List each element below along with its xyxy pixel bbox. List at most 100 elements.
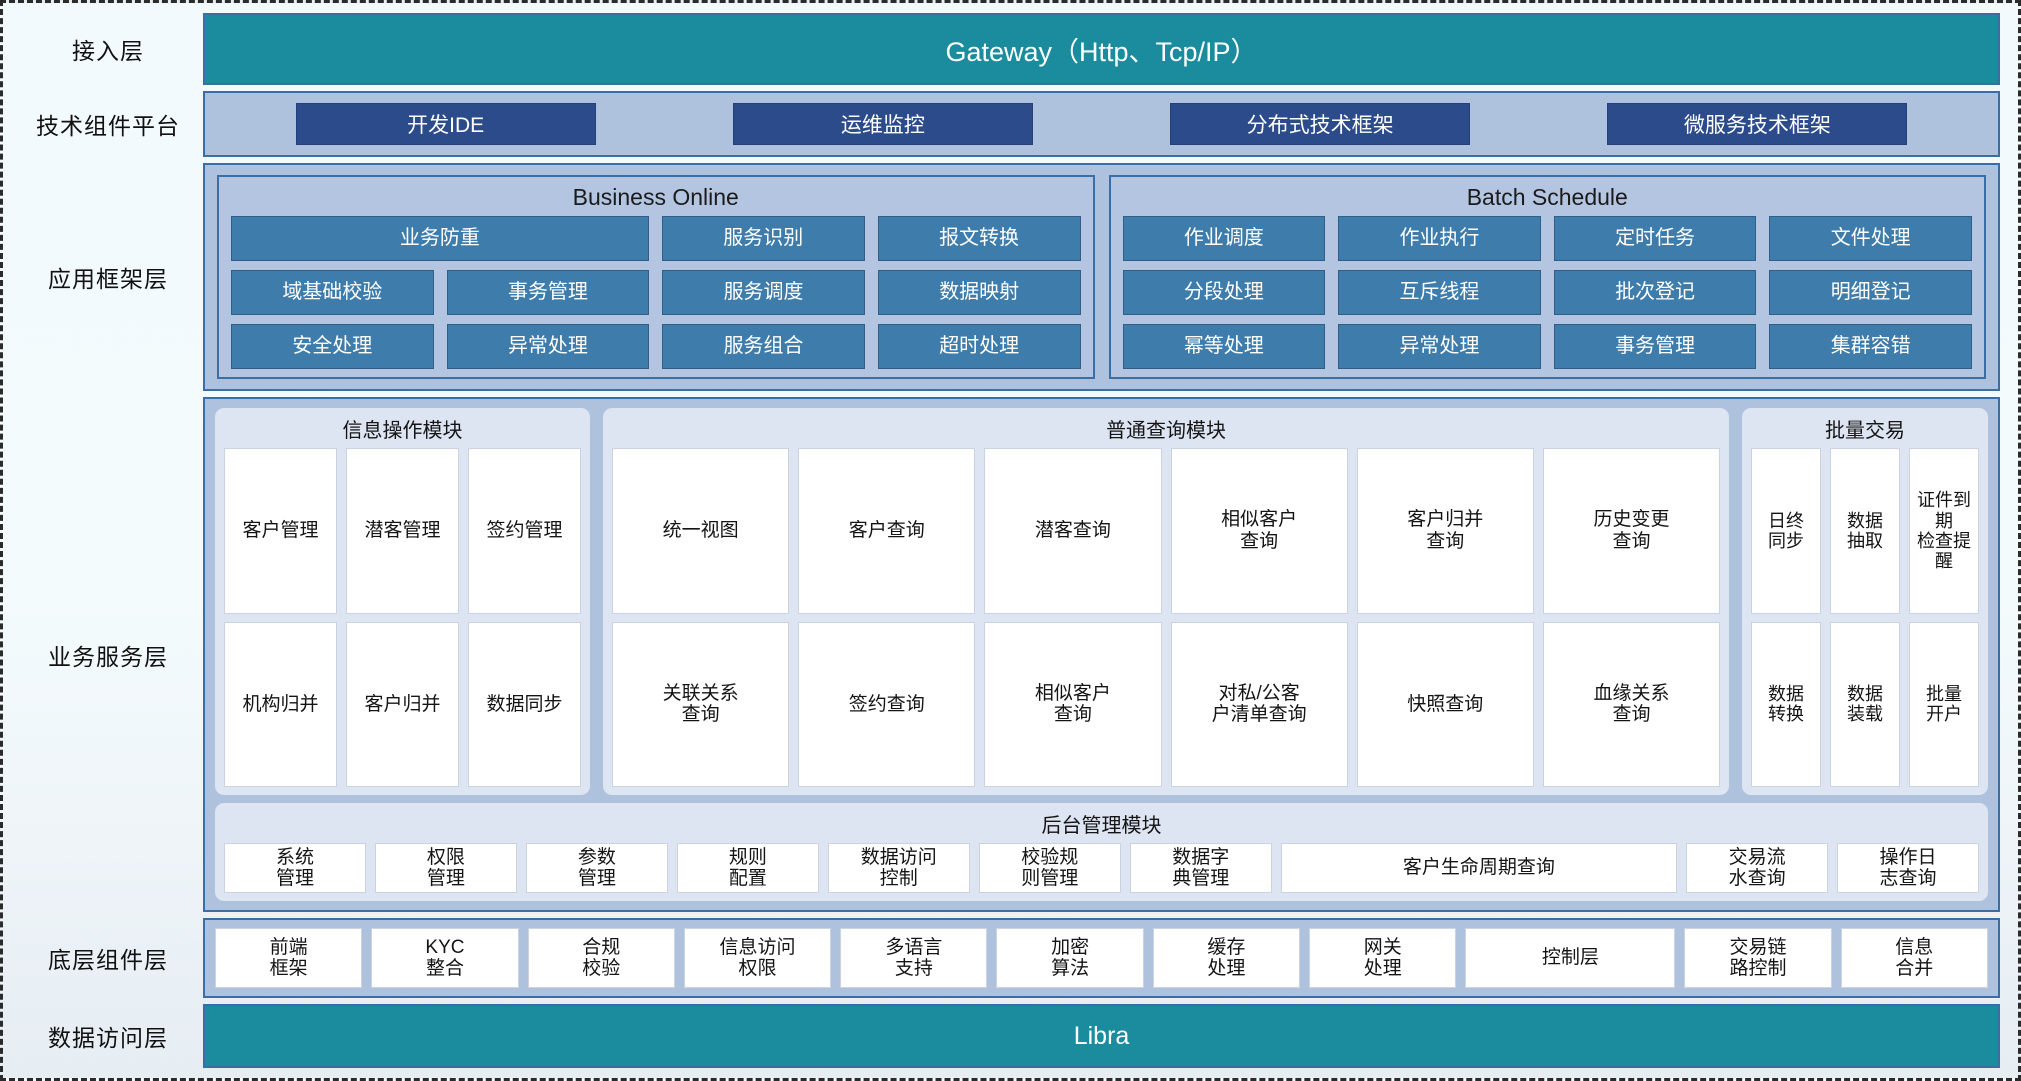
- app-chip-1-2-1[interactable]: 异常处理: [1338, 324, 1541, 370]
- bottom-cell-2[interactable]: 合规校验: [527, 928, 675, 988]
- app-chip-1-1-0[interactable]: 分段处理: [1122, 270, 1326, 316]
- bottom-cell-9[interactable]: 交易链路控制: [1684, 928, 1832, 988]
- app-group-rows-0: 业务防重服务识别报文转换域基础校验事务管理服务调度数据映射安全处理异常处理服务组…: [231, 216, 1081, 370]
- app-chip-0-2-3[interactable]: 超时处理: [877, 324, 1081, 370]
- app-chip-0-1-1[interactable]: 事务管理: [446, 270, 650, 316]
- app-chip-1-0-0[interactable]: 作业调度: [1122, 216, 1326, 262]
- module-cell-1-1-2[interactable]: 相似客户查询: [984, 621, 1162, 787]
- libra-bar[interactable]: Libra: [203, 1004, 2000, 1068]
- module-cell-1-1-0[interactable]: 关联关系查询: [612, 621, 790, 787]
- bottom-cell-0[interactable]: 前端框架: [215, 928, 363, 988]
- module-cell-1-0-5[interactable]: 历史变更查询: [1542, 448, 1721, 614]
- app-row-1-1: 分段处理互斥线程批次登记明细登记: [1122, 270, 1972, 316]
- module-row-2-1: 数据转换数据装载批量开户: [1751, 621, 1979, 787]
- bottom-cell-10[interactable]: 信息合并: [1840, 928, 1988, 988]
- app-group-title-0: Business Online: [572, 184, 739, 210]
- module-cell-2-0-2[interactable]: 证件到期检查提醒: [1909, 448, 1979, 614]
- backoffice-cell-6[interactable]: 数据字典管理: [1129, 843, 1272, 893]
- module-cell-1-0-4[interactable]: 客户归并查询: [1356, 448, 1534, 614]
- app-row-0-1: 域基础校验事务管理服务调度数据映射: [231, 270, 1081, 316]
- app-chip-0-2-1[interactable]: 异常处理: [446, 324, 650, 370]
- app-chip-0-1-2[interactable]: 服务调度: [662, 270, 865, 316]
- module-cell-1-0-1[interactable]: 客户查询: [798, 448, 976, 614]
- backoffice-cell-1[interactable]: 权限管理: [374, 843, 517, 893]
- module-cell-2-1-2[interactable]: 批量开户: [1909, 621, 1979, 787]
- app-chip-0-2-2[interactable]: 服务组合: [662, 324, 865, 370]
- bottom-cell-3[interactable]: 信息访问权限: [683, 928, 832, 988]
- backoffice-cell-8[interactable]: 交易流水查询: [1686, 843, 1829, 893]
- module-cell-2-1-0[interactable]: 数据转换: [1751, 621, 1821, 787]
- module-cell-0-0-0[interactable]: 客户管理: [224, 448, 337, 614]
- module-cell-0-1-2[interactable]: 数据同步: [468, 621, 581, 787]
- app-chip-0-0-1[interactable]: 服务识别: [661, 216, 865, 262]
- module-cell-0-1-0[interactable]: 机构归并: [224, 621, 337, 787]
- app-chip-1-1-1[interactable]: 互斥线程: [1338, 270, 1541, 316]
- layer-label-business-service: 业务服务层: [48, 643, 168, 670]
- bottom-cell-7[interactable]: 网关处理: [1309, 928, 1457, 988]
- app-chip-1-0-3[interactable]: 文件处理: [1769, 216, 1972, 262]
- module-cell-1-1-5[interactable]: 血缘关系查询: [1542, 621, 1721, 787]
- module-cell-1-0-3[interactable]: 相似客户查询: [1170, 448, 1348, 614]
- tech-chip-1[interactable]: 运维监控: [732, 103, 1033, 145]
- layer-label-access: 接入层: [72, 38, 144, 64]
- module-cell-0-1-1[interactable]: 客户归并: [346, 621, 459, 787]
- app-chip-0-0-0[interactable]: 业务防重: [231, 216, 649, 262]
- module-cell-2-0-1[interactable]: 数据抽取: [1830, 448, 1900, 614]
- app-row-0-2: 安全处理异常处理服务组合超时处理: [231, 324, 1081, 370]
- module-cell-1-1-3[interactable]: 对私/公客户清单查询: [1170, 621, 1348, 787]
- bottom-cell-8[interactable]: 控制层: [1465, 928, 1676, 988]
- app-chip-1-0-2[interactable]: 定时任务: [1553, 216, 1757, 262]
- backoffice-cell-5[interactable]: 校验规则管理: [978, 843, 1121, 893]
- app-chip-0-0-2[interactable]: 报文转换: [877, 216, 1081, 262]
- module-card-2: 批量交易日终同步数据抽取证件到期检查提醒数据转换数据装载批量开户: [1742, 408, 1988, 795]
- bottom-cell-5[interactable]: 加密算法: [996, 928, 1144, 988]
- app-chip-1-2-2[interactable]: 事务管理: [1553, 324, 1757, 370]
- module-title-2: 批量交易: [1825, 420, 1905, 442]
- gateway-bar[interactable]: Gateway（Http、Tcp/IP）: [203, 13, 2000, 85]
- backoffice-cell-9[interactable]: 操作日志查询: [1837, 843, 1980, 893]
- module-cell-1-1-1[interactable]: 签约查询: [798, 621, 976, 787]
- module-cell-1-0-2[interactable]: 潜客查询: [984, 448, 1162, 614]
- module-cell-0-0-1[interactable]: 潜客管理: [346, 448, 459, 614]
- app-chip-1-0-1[interactable]: 作业执行: [1338, 216, 1541, 262]
- module-cell-2-0-0[interactable]: 日终同步: [1751, 448, 1821, 614]
- backoffice-cell-0[interactable]: 系统管理: [224, 843, 366, 893]
- layer-business-service: 业务服务层 信息操作模块客户管理潜客管理签约管理机构归并客户归并数据同步普通查询…: [13, 397, 2000, 912]
- tech-chip-2[interactable]: 分布式技术框架: [1170, 103, 1471, 145]
- backoffice-cell-4[interactable]: 数据访问控制: [827, 843, 970, 893]
- layer-access: 接入层 Gateway（Http、Tcp/IP）: [13, 13, 2000, 85]
- module-cell-2-1-1[interactable]: 数据装载: [1830, 621, 1900, 787]
- backoffice-cell-3[interactable]: 规则配置: [676, 843, 819, 893]
- module-row-0-1: 机构归并客户归并数据同步: [224, 621, 581, 787]
- backoffice-cell-7[interactable]: 客户生命周期查询: [1280, 843, 1678, 893]
- module-cell-0-0-2[interactable]: 签约管理: [468, 448, 581, 614]
- tech-chip-3[interactable]: 微服务技术框架: [1607, 103, 1908, 145]
- app-chip-1-1-3[interactable]: 明细登记: [1769, 270, 1972, 316]
- app-chip-0-1-3[interactable]: 数据映射: [877, 270, 1081, 316]
- app-chip-1-2-0[interactable]: 幂等处理: [1122, 324, 1326, 370]
- bottom-cell-6[interactable]: 缓存处理: [1152, 928, 1301, 988]
- bottom-cell-4[interactable]: 多语言支持: [840, 928, 988, 988]
- app-chip-0-1-0[interactable]: 域基础校验: [231, 270, 434, 316]
- app-chip-1-2-3[interactable]: 集群容错: [1769, 324, 1972, 370]
- module-card-0: 信息操作模块客户管理潜客管理签约管理机构归并客户归并数据同步: [215, 408, 590, 795]
- backoffice-cell-2[interactable]: 参数管理: [525, 843, 668, 893]
- tech-chip-0[interactable]: 开发IDE: [295, 103, 596, 145]
- tech-platform-band: 开发IDE 运维监控 分布式技术框架 微服务技术框架: [203, 91, 2000, 157]
- module-grid-0: 客户管理潜客管理签约管理机构归并客户归并数据同步: [224, 448, 581, 787]
- module-cell-1-0-0[interactable]: 统一视图: [612, 448, 790, 614]
- module-row-0-0: 客户管理潜客管理签约管理: [224, 448, 581, 614]
- app-chip-0-2-0[interactable]: 安全处理: [231, 324, 434, 370]
- app-row-0-0: 业务防重服务识别报文转换: [231, 216, 1081, 262]
- module-cell-1-1-4[interactable]: 快照查询: [1356, 621, 1534, 787]
- app-row-1-0: 作业调度作业执行定时任务文件处理: [1122, 216, 1972, 262]
- app-chip-1-1-2[interactable]: 批次登记: [1553, 270, 1757, 316]
- layer-label-app-framework: 应用框架层: [48, 266, 168, 292]
